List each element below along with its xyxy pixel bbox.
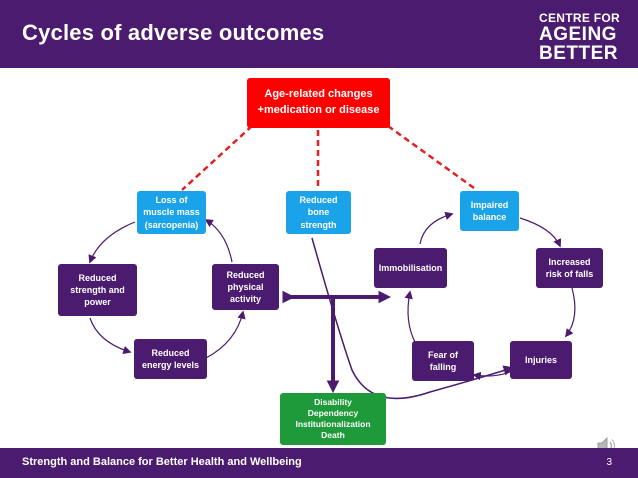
arrow-muscle-to-strength	[88, 221, 136, 264]
arrow-immob-to-balance	[419, 211, 454, 245]
arrow-balance-to-risk	[519, 217, 562, 248]
arrow-activity-to-muscle	[204, 219, 233, 263]
strength-power-box: Reduced strength and power	[58, 264, 137, 316]
outcomes-box: Disability Dependency Institutionalizati…	[280, 393, 386, 445]
fear-of-falling-box: Fear of falling	[412, 341, 474, 381]
arrow-risk-to-injuries	[564, 287, 576, 338]
age-changes-box: Age-related changes +medication or disea…	[247, 78, 390, 128]
risk-of-falls-box: Increased risk of falls	[536, 248, 603, 288]
footer-bar: Strength and Balance for Better Health a…	[0, 448, 638, 478]
arrow-strength-to-energy	[89, 317, 132, 355]
physical-activity-box: Reduced physical activity	[212, 264, 279, 310]
energy-levels-box: Reduced energy levels	[134, 339, 207, 379]
logo-line-2: AGEING	[539, 24, 617, 45]
muscle-mass-box: Loss of muscle mass (sarcopenia)	[137, 191, 206, 234]
logo-line-3: BETTER	[539, 43, 618, 64]
centre-for-ageing-better-logo: CENTRE FOR AGEING BETTER	[539, 12, 620, 63]
injuries-box: Injuries	[510, 341, 572, 379]
dashed-link-balance	[387, 124, 475, 190]
impaired-balance-box: Impaired balance	[460, 191, 519, 231]
arrow-fear-to-immob	[404, 290, 417, 345]
header-bar: Cycles of adverse outcomes CENTRE FOR AG…	[0, 0, 638, 68]
footer-text: Strength and Balance for Better Health a…	[22, 456, 302, 468]
arrow-energy-to-activity	[205, 310, 246, 359]
dashed-link-muscle	[181, 125, 253, 191]
bone-strength-box: Reduced bone strength	[286, 191, 351, 234]
immobilisation-box: Immobilisation	[374, 248, 447, 288]
page-number: 3	[606, 457, 612, 468]
logo-line-1: CENTRE FOR	[539, 11, 620, 25]
page-title: Cycles of adverse outcomes	[22, 20, 325, 45]
